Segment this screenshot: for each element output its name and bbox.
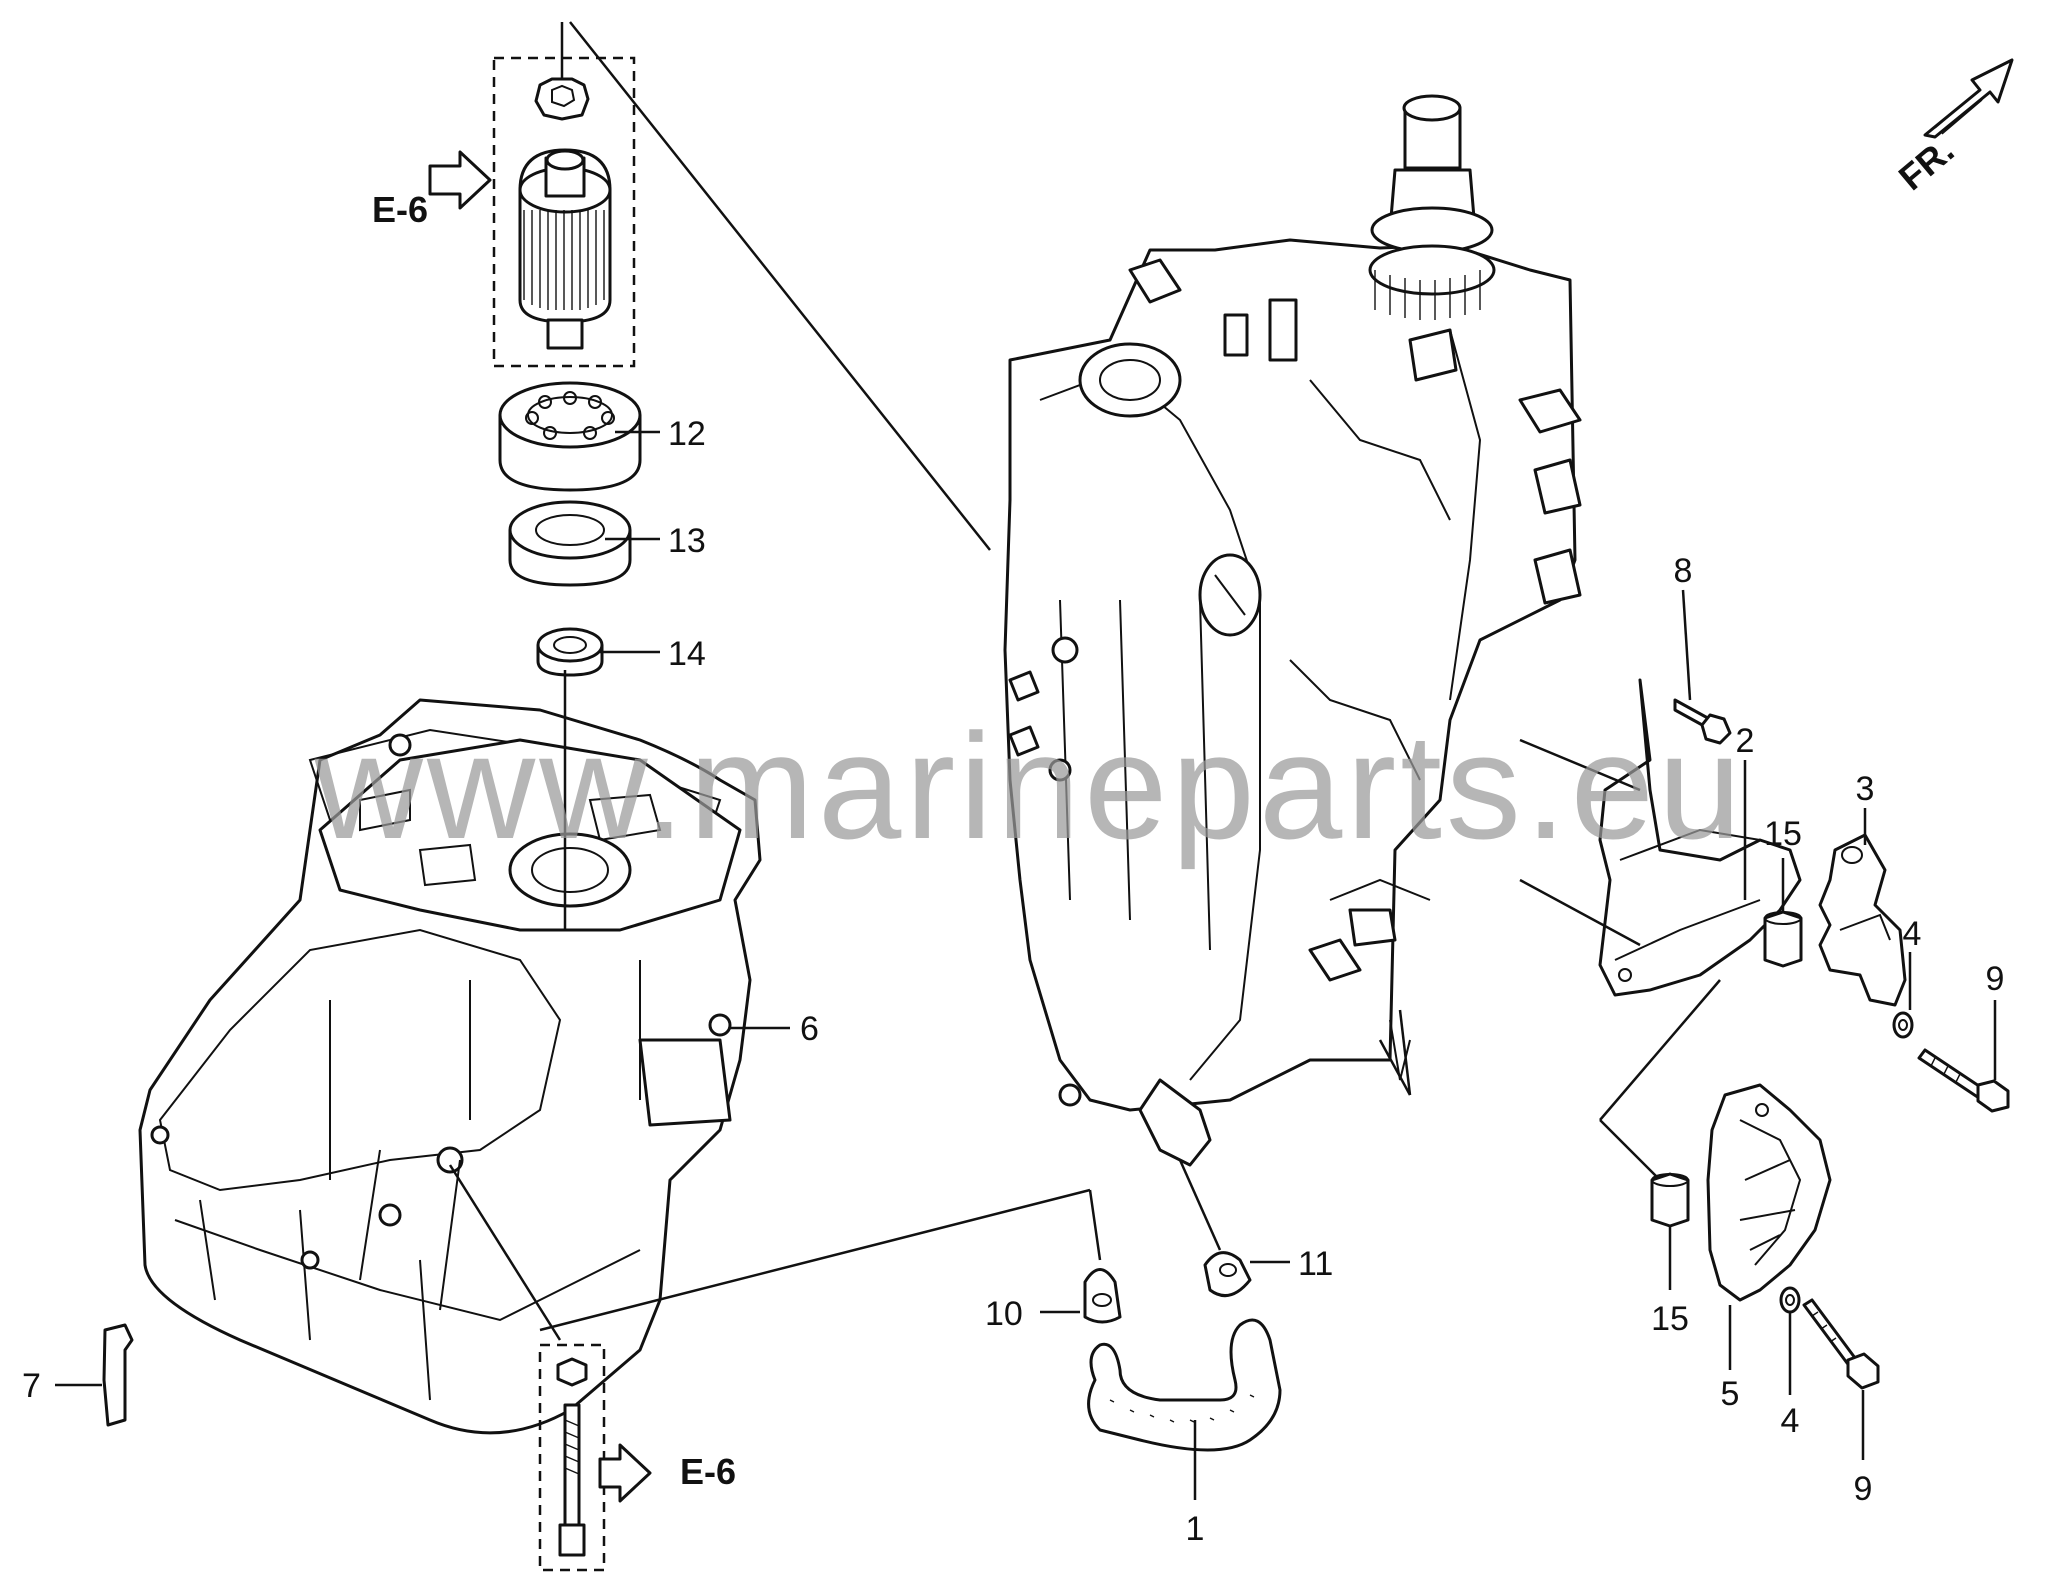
ref-arrow-bottom — [598, 1443, 652, 1503]
callout-15-lower: 15 — [1651, 1300, 1689, 1338]
dowel-15-upper — [1763, 858, 1803, 968]
clamp-11 — [1203, 1251, 1290, 1298]
bolt-assembly-bottom: E-6 — [538, 1343, 736, 1572]
mount-case — [138, 670, 1102, 1435]
callout-13: 13 — [668, 522, 706, 560]
callout-labels: 1 2 3 4 4 5 6 7 8 9 9 10 11 12 13 14 15 … — [22, 415, 2004, 1548]
front-label: FR. — [1891, 129, 1962, 198]
clamp-10 — [1040, 1268, 1122, 1324]
callout-1: 1 — [1186, 1510, 1205, 1548]
callout-10: 10 — [985, 1295, 1023, 1333]
callout-9-upper: 9 — [1986, 960, 2005, 998]
callout-12: 12 — [668, 415, 706, 453]
engine-block — [1003, 94, 1582, 1251]
callout-2: 2 — [1736, 722, 1755, 760]
seal-14 — [536, 627, 660, 677]
watermark: www.marineparts.eu — [314, 702, 1746, 870]
gear-assembly-top: E-6 — [372, 22, 636, 368]
washer-4-upper — [1892, 952, 1914, 1039]
bolt-9-upper — [1917, 1000, 2010, 1113]
ref-label-top: E-6 — [372, 189, 428, 230]
clip-7 — [55, 1323, 134, 1427]
cover-5 — [1706, 1083, 1832, 1370]
callout-5: 5 — [1721, 1375, 1740, 1413]
callout-11: 11 — [1298, 1245, 1333, 1283]
hose-1 — [1087, 1318, 1282, 1500]
callout-14: 14 — [668, 635, 706, 673]
bolt-9-lower — [1802, 1298, 1880, 1460]
front-direction-indicator: FR. — [1891, 58, 2014, 198]
callout-4-upper: 4 — [1903, 915, 1922, 953]
callout-4-lower: 4 — [1781, 1402, 1800, 1440]
callout-3: 3 — [1856, 770, 1875, 808]
ref-arrow-top — [428, 150, 492, 210]
bolt-8 — [1673, 589, 1732, 745]
washer-4-lower — [1779, 1286, 1801, 1395]
callout-15-upper: 15 — [1764, 815, 1802, 853]
callout-9-lower: 9 — [1854, 1470, 1873, 1508]
dowel-15-lower — [1650, 1172, 1690, 1290]
bearing-12 — [498, 381, 660, 492]
callout-7: 7 — [22, 1367, 41, 1405]
bearing-13 — [508, 500, 660, 587]
bracket-2 — [1519, 678, 1802, 1181]
ref-label-bottom: E-6 — [680, 1451, 736, 1492]
bracket-3 — [1818, 808, 1907, 1007]
callout-6: 6 — [800, 1010, 819, 1048]
callout-8: 8 — [1674, 552, 1693, 590]
